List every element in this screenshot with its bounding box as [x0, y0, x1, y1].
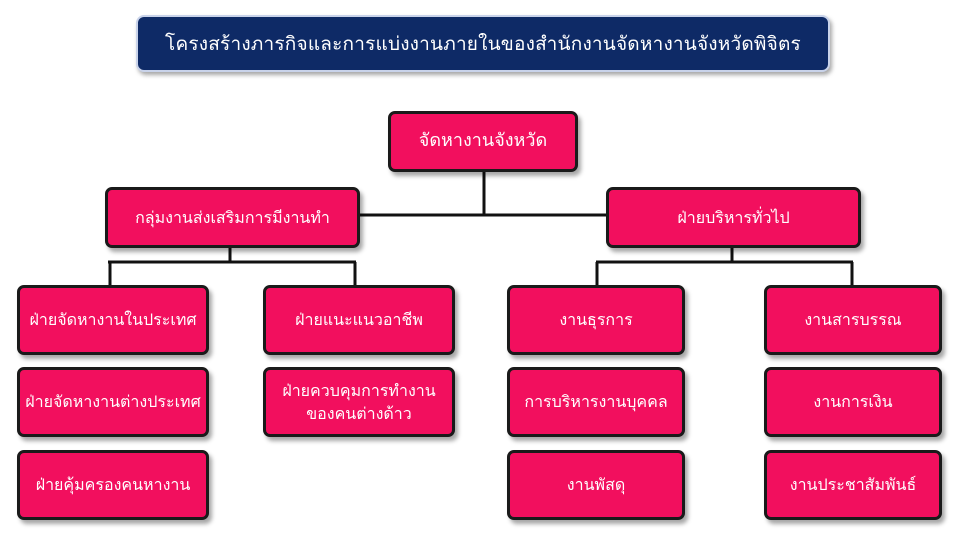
node-label: จัดหางานจังหวัด [418, 130, 548, 152]
node-employment-promotion-group: กลุ่มงานส่งเสริมการมีงานทำ [105, 187, 360, 248]
node-overseas-employment: ฝ่ายจัดหางานต่างประเทศ [17, 367, 209, 437]
node-label: งานสารบรรณ [804, 310, 902, 330]
node-career-guidance: ฝ่ายแนะแนวอาชีพ [263, 285, 455, 355]
node-public-relations: งานประชาสัมพันธ์ [764, 450, 942, 520]
node-label: งานประชาสัมพันธ์ [789, 475, 917, 495]
node-supplies: งานพัสดุ [507, 450, 685, 520]
node-label: ฝ่ายจัดหางานในประเทศ [29, 310, 197, 330]
node-general-administration: ฝ่ายบริหารทั่วไป [606, 187, 861, 248]
node-personnel-management: การบริหารงานบุคคล [507, 367, 685, 437]
node-foreign-worker-control: ฝ่ายควบคุมการทำงาน ของคนต่างด้าว [263, 367, 455, 437]
node-label: ฝ่ายบริหารทั่วไป [677, 207, 790, 227]
node-label-line-2: ของคนต่างด้าว [306, 404, 412, 423]
node-label: การบริหารงานบุคคล [524, 392, 668, 412]
page-title: โครงสร้างภารกิจและการแบ่งงานภายในของสำนั… [136, 15, 830, 72]
node-label: ฝ่ายแนะแนวอาชีพ [295, 310, 423, 330]
node-label: ฝ่ายจัดหางานต่างประเทศ [25, 392, 201, 412]
node-label-line-1: ฝ่ายควบคุมการทำงาน [282, 380, 436, 400]
node-label: งานการเงิน [813, 392, 893, 412]
node-administrative-affairs: งานธุรการ [507, 285, 685, 355]
node-domestic-employment: ฝ่ายจัดหางานในประเทศ [17, 285, 209, 355]
node-label: ฝ่ายคุ้มครองคนหางาน [35, 475, 191, 495]
node-finance: งานการเงิน [764, 367, 942, 437]
node-job-seeker-protection: ฝ่ายคุ้มครองคนหางาน [17, 450, 209, 520]
node-label: งานพัสดุ [566, 475, 626, 495]
node-correspondence: งานสารบรรณ [764, 285, 942, 355]
node-label: กลุ่มงานส่งเสริมการมีงานทำ [135, 207, 330, 227]
node-label: งานธุรการ [559, 310, 633, 330]
node-provincial-employment-office: จัดหางานจังหวัด [388, 111, 578, 172]
